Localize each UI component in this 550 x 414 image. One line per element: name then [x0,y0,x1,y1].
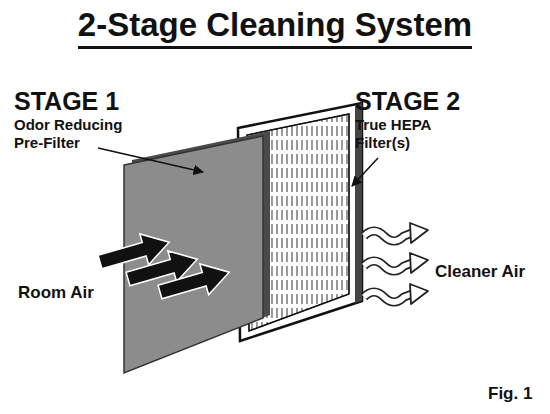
title-wrap: 2-Stage Cleaning System [0,6,550,49]
leader-line [352,158,378,186]
stage-heading: STAGE 1 [14,86,164,116]
leader-line [98,148,203,172]
flow-label: Room Air [18,283,108,303]
cleaner-air-arrows [364,223,428,304]
stage-description: True HEPA Filter(s) [355,116,455,152]
room-air-arrows [96,227,234,308]
diagram-title: 2-Stage Cleaning System [78,6,472,49]
figure-caption: Fig. 1 [488,384,532,404]
stage-heading: STAGE 2 [355,86,505,116]
stage-description: Odor Reducing Pre-Filter [14,116,132,152]
flow-label: Cleaner Air [435,262,545,282]
